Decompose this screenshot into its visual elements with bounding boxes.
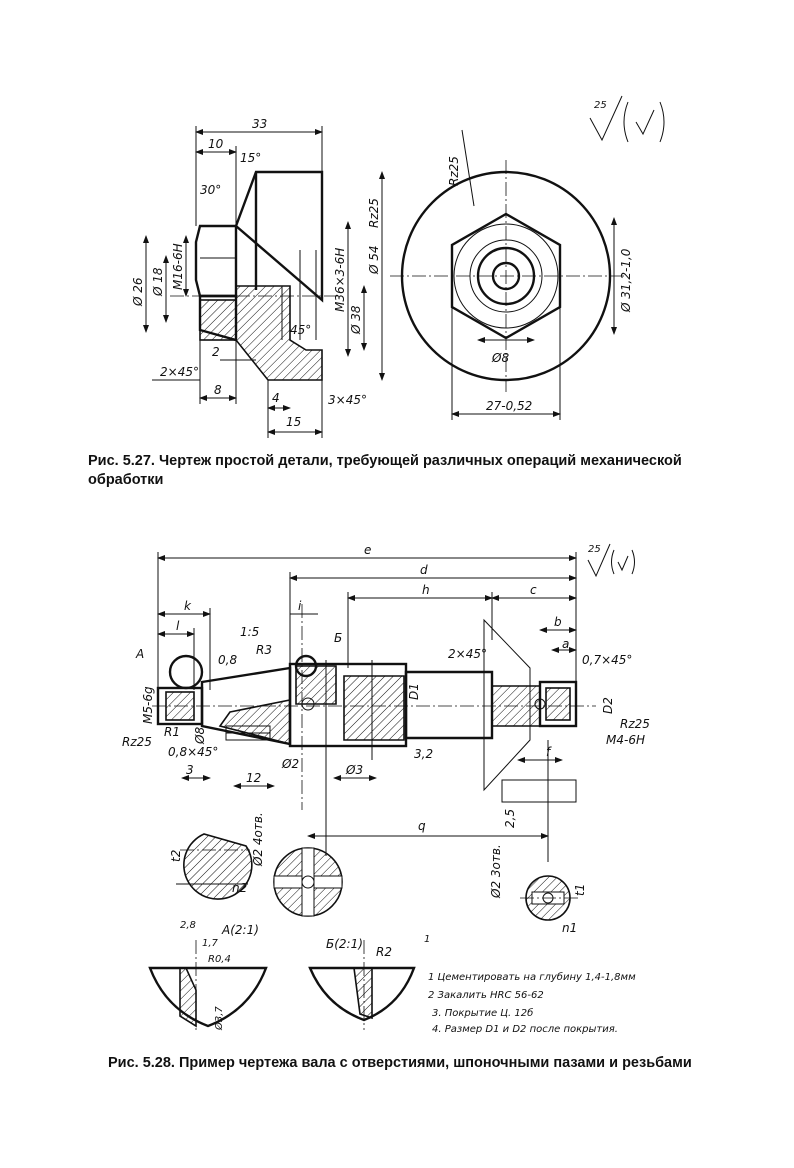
note-1: 1 Цементировать на глубину 1,4-1,8мм bbox=[428, 971, 636, 983]
dim-08x45: 0,8×45° bbox=[168, 745, 218, 759]
dim-d8-front: Ø8 bbox=[491, 351, 509, 365]
dim-10: 10 bbox=[208, 137, 224, 151]
roughness-value: 25 bbox=[594, 100, 607, 111]
dim-2: 2 bbox=[212, 345, 220, 359]
dim-r08: 0,8 bbox=[218, 653, 237, 667]
roughness-symbol: 25 bbox=[589, 95, 665, 143]
dim-d: d bbox=[420, 563, 428, 577]
dim-n1: n1 bbox=[562, 921, 577, 935]
dim-2x45: 2×45° bbox=[448, 647, 487, 661]
dim-12: 12 bbox=[246, 771, 261, 785]
dim-d18: Ø 18 bbox=[151, 267, 165, 297]
roughness-symbol-2: 25 bbox=[587, 543, 635, 578]
dim-15: 15 bbox=[286, 415, 301, 429]
fig527-dimension-lines bbox=[143, 126, 385, 438]
dim-m16: M16-6H bbox=[171, 243, 185, 290]
label-A: A bbox=[135, 647, 144, 661]
fig527-side-view bbox=[170, 170, 340, 381]
roughness-value-2: 25 bbox=[588, 544, 601, 555]
dim-r3: R3 bbox=[256, 643, 272, 657]
dim-4: 4 bbox=[272, 391, 280, 405]
dim-e: e bbox=[364, 543, 371, 557]
dim-28: 2,8 bbox=[180, 920, 196, 931]
fig527-front-view: Rz25 Ø 31,2-1,0 Ø8 27-0,52 bbox=[390, 129, 633, 420]
dim-rz25-a: Rz25 bbox=[367, 198, 381, 228]
dim-i: i bbox=[298, 599, 302, 613]
note-3: 3. Покрытие Ц. 12б bbox=[432, 1007, 533, 1019]
fig528-sections: t2 n2 Ø2 4отв. Ø2 3отв. t1 n1 bbox=[169, 812, 587, 935]
fig528-details: 2,8 1,7 A(2:1) R0,4 Ø3,7 Б(2:1) R2 1 bbox=[148, 920, 430, 1031]
dim-f: f bbox=[546, 745, 552, 759]
label-B: Б bbox=[334, 631, 342, 645]
fig528-notes: 1 Цементировать на глубину 1,4-1,8мм 2 З… bbox=[428, 971, 636, 1035]
dim-r04: R0,4 bbox=[208, 954, 231, 965]
fig527-drawing: 25 bbox=[131, 95, 665, 438]
dim-holes4: Ø2 4отв. bbox=[251, 812, 265, 867]
dim-m36: M36×3-6H bbox=[333, 248, 347, 312]
dim-holes3: Ø2 3отв. bbox=[489, 844, 503, 899]
dim-2x45: 2×45° bbox=[160, 365, 199, 379]
dim-r2: R2 bbox=[376, 945, 392, 959]
dim-32: 3,2 bbox=[414, 747, 433, 761]
dim-t1: t1 bbox=[573, 884, 587, 896]
dim-d8: Ø8 bbox=[193, 727, 207, 745]
dim-rz25-a: Rz25 bbox=[122, 735, 152, 749]
dim-b: b bbox=[554, 615, 562, 629]
dim-rz25-b: Rz25 bbox=[620, 717, 650, 731]
dim-8: 8 bbox=[214, 383, 222, 397]
dim-d26: Ø 26 bbox=[131, 277, 145, 307]
dim-1: 1 bbox=[424, 934, 430, 945]
dim-d38: Ø 38 bbox=[349, 305, 363, 335]
dim-k: k bbox=[184, 599, 192, 613]
dim-q: q bbox=[418, 819, 426, 833]
dim-n2: n2 bbox=[232, 881, 247, 895]
dim-30-deg: 30° bbox=[200, 183, 221, 197]
fig528-dimension-lines bbox=[157, 552, 577, 862]
fig528-labels: e d h c k l i b a A Б 1:5 0,8 R3 2×45° 0… bbox=[122, 543, 650, 833]
dim-D2: D2 bbox=[601, 697, 615, 714]
dim-27: 27-0,52 bbox=[486, 399, 532, 413]
dim-D1: D1 bbox=[407, 683, 421, 700]
fig527-caption: Рис. 5.27. Чертеж простой детали, требую… bbox=[88, 453, 682, 488]
fig527-labels: 33 10 15° 30° Ø 26 Ø 18 M16-6H M36×3-6H … bbox=[131, 117, 381, 429]
note-2: 2 Закалить HRC 56-62 bbox=[428, 990, 544, 1001]
dim-45-deg: 45° bbox=[290, 323, 311, 337]
dim-m5: M5-6g bbox=[141, 686, 155, 724]
fig528-drawing: 25 bbox=[122, 543, 650, 1035]
dim-d37: Ø3,7 bbox=[213, 1006, 225, 1031]
dim-h: h bbox=[422, 583, 430, 597]
dim-c: c bbox=[530, 583, 537, 597]
dim-07x45: 0,7×45° bbox=[582, 653, 632, 667]
dim-d2: Ø2 bbox=[281, 757, 299, 771]
dim-m4: M4-6H bbox=[606, 733, 645, 747]
dim-15-deg: 15° bbox=[240, 151, 261, 165]
dim-25: 2,5 bbox=[503, 809, 517, 828]
dim-d31: Ø 31,2-1,0 bbox=[619, 248, 633, 313]
dim-33: 33 bbox=[252, 117, 267, 131]
dim-t2: t2 bbox=[169, 850, 183, 862]
dim-l: l bbox=[176, 619, 180, 633]
dim-d54: Ø 54 bbox=[367, 245, 381, 275]
label-detail-A: A(2:1) bbox=[221, 923, 259, 937]
dim-3x45: 3×45° bbox=[328, 393, 367, 407]
fig528-caption: Рис. 5.28. Пример чертежа вала с отверст… bbox=[108, 1055, 692, 1071]
dim-a: a bbox=[562, 637, 569, 651]
note-4: 4. Размер D1 и D2 после покрытия. bbox=[432, 1024, 618, 1035]
dim-rz25-b: Rz25 bbox=[447, 156, 461, 186]
dim-3: 3 bbox=[186, 763, 194, 777]
dim-r1: R1 bbox=[164, 725, 180, 739]
label-detail-B: Б(2:1) bbox=[326, 937, 363, 951]
dim-17: 1,7 bbox=[202, 938, 219, 949]
dim-taper: 1:5 bbox=[240, 625, 259, 639]
dim-d3: Ø3 bbox=[345, 763, 363, 777]
fig528-shaft bbox=[152, 618, 596, 803]
